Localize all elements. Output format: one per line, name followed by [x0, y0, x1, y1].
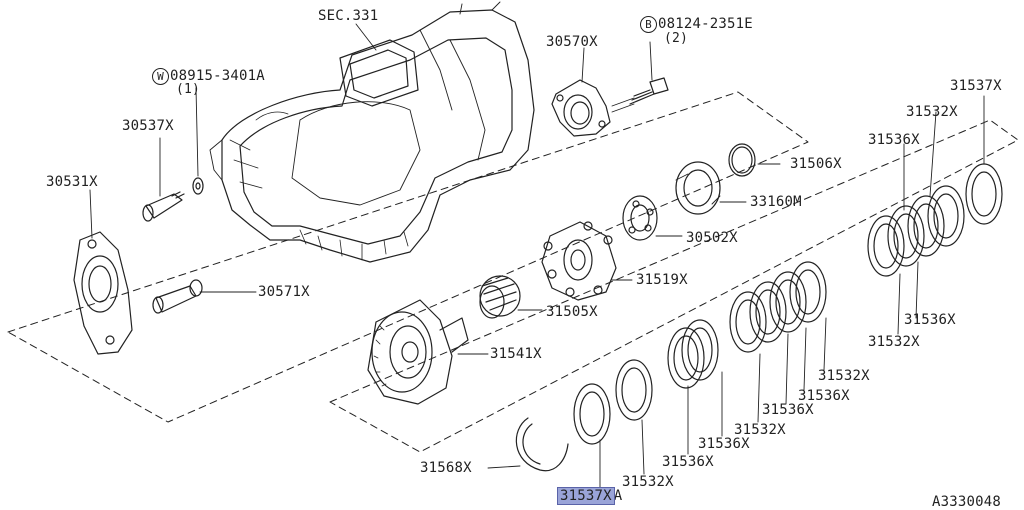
part-label-33160: 33160M: [750, 194, 802, 210]
cover-plate-30531: [73, 231, 133, 355]
plug-bolt-30537: [142, 191, 185, 222]
part-label-31532-b: 31532X: [868, 334, 920, 350]
washer-ref-circle: W: [152, 68, 169, 85]
part-label-30531: 30531X: [46, 174, 98, 190]
part-label-31519: 31519X: [636, 272, 688, 288]
part-label-31505: 31505X: [546, 304, 598, 320]
carrier-31519: [541, 221, 617, 301]
part-label-31536-b: 31536X: [904, 312, 956, 328]
part-label-30537: 30537X: [122, 118, 174, 134]
part-label-30571: 30571X: [258, 284, 310, 300]
leader-lines: [89, 23, 985, 489]
pin-30571: [152, 279, 203, 314]
bolt-08124: [611, 77, 669, 113]
drum-31541: [367, 299, 469, 405]
clutch-plates-middle: [667, 261, 827, 389]
part-label-31532-d: 31532X: [734, 422, 786, 438]
clutch-plates-lower: [515, 359, 653, 472]
part-label-31536-d: 31536X: [762, 402, 814, 418]
part-label-31568: 31568X: [420, 460, 472, 476]
part-label-30502: 30502X: [686, 230, 738, 246]
part-label-31532-e: 31532X: [622, 474, 674, 490]
dashed-boundary-upper: [7, 91, 809, 423]
washer-ref-number: 08915-3401A: [170, 68, 265, 84]
part-label-31536-c: 31536X: [798, 388, 850, 404]
part-label-30570: 30570X: [546, 34, 598, 50]
bolt-qty-label: (2): [664, 31, 689, 46]
highlighted-part-suffix: A: [613, 488, 623, 504]
part-label-31532-a: 31532X: [906, 104, 958, 120]
bolt-ref-circle: B: [640, 16, 657, 33]
part-label-31537-top: 31537X: [950, 78, 1002, 94]
snap-ring-31568: [515, 417, 569, 472]
highlighted-part-number[interactable]: 31537X: [557, 487, 615, 505]
transfer-case-housing: [209, 1, 535, 263]
part-label-31536-a: 31536X: [868, 132, 920, 148]
oil-seal-33160: [675, 161, 721, 215]
part-label-31541: 31541X: [490, 346, 542, 362]
snap-ring-31506: [728, 143, 756, 177]
washer-08915: [192, 177, 204, 195]
flange-30570: [551, 79, 611, 137]
part-label-31532-c: 31532X: [818, 368, 870, 384]
clutch-plates-upper: [867, 163, 1003, 277]
section-ref-label: SEC.331: [318, 8, 379, 24]
bearing-30502: [622, 195, 658, 241]
part-label-31536-f: 31536X: [662, 454, 714, 470]
part-label-31506: 31506X: [790, 156, 842, 172]
gear-31505: [479, 275, 521, 319]
part-label-31536-e: 31536X: [698, 436, 750, 452]
washer-qty-label: (1): [176, 82, 201, 97]
bolt-ref-number: 08124-2351E: [658, 16, 753, 32]
diagram-id-label: A3330048: [932, 494, 1002, 510]
